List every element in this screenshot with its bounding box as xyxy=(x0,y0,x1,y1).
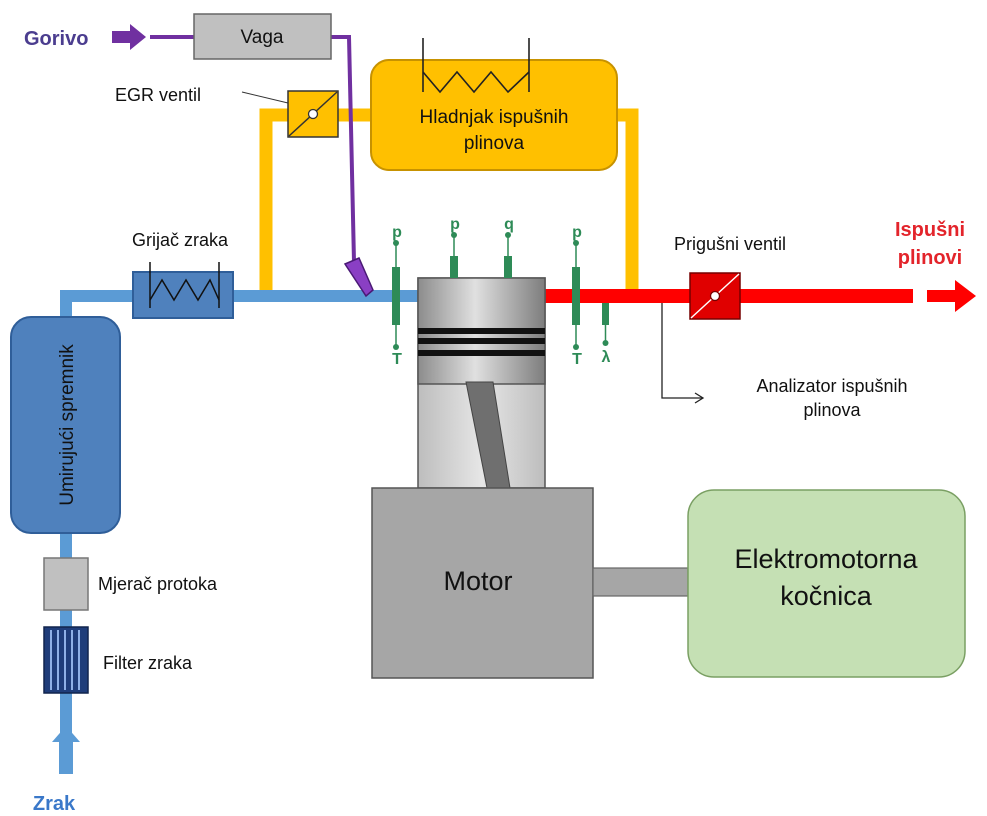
egr-valve-label: EGR ventil xyxy=(115,85,201,105)
flow-meter-label: Mjerač protoka xyxy=(98,574,218,594)
dyno-label-1: Elektromotorna xyxy=(734,544,918,574)
sensor-cyl-p xyxy=(450,232,458,278)
engine-label: Motor xyxy=(443,566,512,596)
exhaust-cooler xyxy=(370,59,618,171)
fuel-inlet-arrow-icon xyxy=(112,24,146,50)
throttle-valve-label: Prigušni ventil xyxy=(674,234,786,254)
air-filter xyxy=(43,626,89,694)
sensor-lambda-label: λ xyxy=(602,349,611,366)
analyzer-sample-line xyxy=(661,303,705,404)
cooler-coil xyxy=(422,38,530,94)
analyzer-label-1: Analizator ispušnih xyxy=(756,376,907,396)
sensor-intake-p-label: p xyxy=(392,224,402,241)
engine-block xyxy=(371,487,594,679)
exhaust-out-label-1: Ispušni xyxy=(895,219,965,241)
sensor-intake xyxy=(392,240,400,350)
air-heater xyxy=(132,262,234,319)
sensor-cyl-p-label: p xyxy=(450,216,460,233)
fuel-line xyxy=(150,35,356,263)
settling-tank-label: Umirujući spremnik xyxy=(57,344,78,506)
throttle-valve[interactable] xyxy=(689,272,741,320)
scale-label: Vaga xyxy=(241,27,284,48)
sensor-cyl-q xyxy=(504,232,512,278)
fuel-injector xyxy=(343,257,374,298)
sensor-exh-t-label: T xyxy=(572,351,582,368)
flow-meter xyxy=(43,557,89,611)
cooler-label-2: plinova xyxy=(464,133,525,154)
egr-valve-leader xyxy=(241,91,289,104)
exhaust-out-arrow-icon xyxy=(927,280,976,312)
sensor-lambda xyxy=(602,303,609,346)
dyno-label-2: kočnica xyxy=(780,581,873,611)
drive-shaft xyxy=(592,567,689,597)
sensor-intake-t-label: T xyxy=(392,351,402,368)
air-filter-label: Filter zraka xyxy=(103,653,193,673)
sensor-exhaust xyxy=(572,240,580,350)
air-inlet-arrow-icon xyxy=(52,726,80,774)
exhaust-out-label-2: plinovi xyxy=(898,247,962,269)
fuel-scale xyxy=(193,13,332,60)
air-in-label: Zrak xyxy=(33,793,76,815)
settling-tank xyxy=(10,316,121,534)
sensor-exh-p-label: p xyxy=(572,224,582,241)
cooler-label-1: Hladnjak ispušnih xyxy=(420,107,569,128)
egr-valve[interactable] xyxy=(287,90,339,138)
engine-cylinder xyxy=(417,277,546,489)
dynamometer xyxy=(687,489,966,678)
analyzer-label-2: plinova xyxy=(803,400,861,420)
fuel-in-label: Gorivo xyxy=(24,28,88,50)
sensor-cyl-q-label: q xyxy=(504,216,514,233)
air-heater-label: Grijač zraka xyxy=(132,230,229,250)
